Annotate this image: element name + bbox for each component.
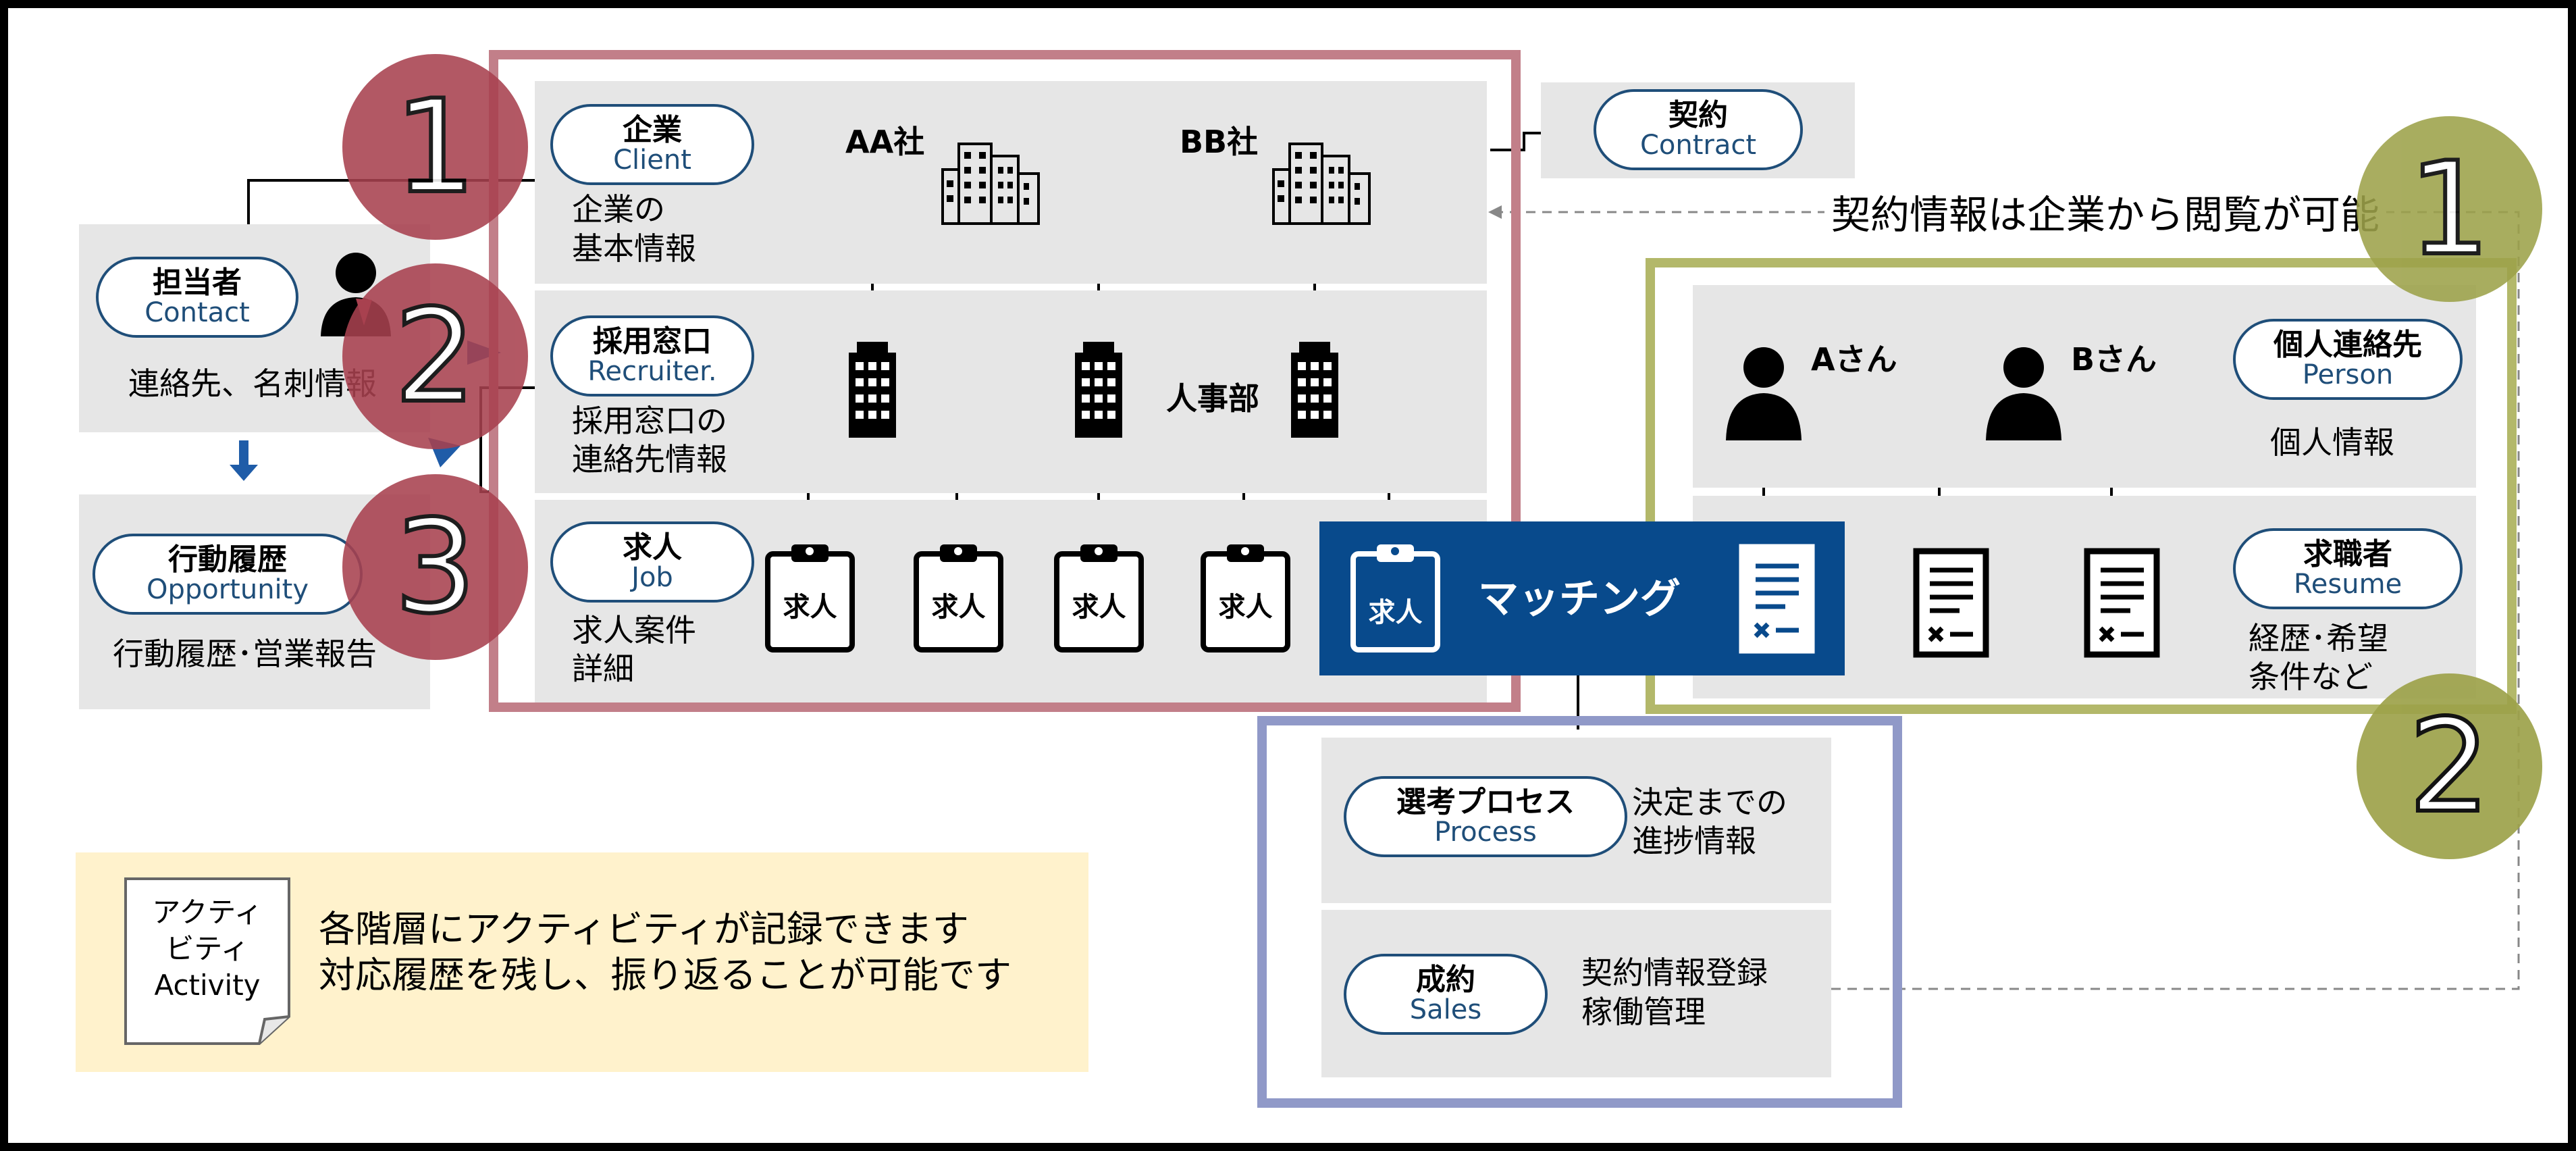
resume-description-line1: 経歴･希望 (2249, 620, 2388, 657)
clipboard-icon (1201, 544, 1290, 653)
badge-one-green-text: 1 (2407, 134, 2492, 284)
person-a-label: Aさん (1811, 341, 1897, 378)
contract-label: 契約 (1668, 97, 1728, 132)
job-card-2: 求人 (913, 542, 1004, 653)
client-pill: 企業 Client (550, 104, 754, 185)
badge-two-green-text: 2 (2407, 691, 2492, 841)
job-card-label: 求人 (783, 592, 837, 623)
contract-label-en: Contract (1639, 130, 1757, 161)
badge-two-green: 2 (2357, 673, 2542, 859)
matching-bar: 求人 マッチング (1319, 521, 1845, 675)
department-building-icon-2 (1075, 342, 1122, 438)
matching-label: マッチング (1478, 576, 1681, 623)
resume-document-icon-1 (1913, 548, 1989, 658)
matching-document-icon (1739, 544, 1815, 654)
recruiter-pill: 採用窓口 Recruiter. (550, 315, 754, 397)
resume-label-en: Resume (2293, 569, 2402, 600)
job-label-en: Job (631, 562, 673, 594)
resume-label: 求職者 (2303, 536, 2392, 571)
person-pill: 個人連絡先 Person (2233, 319, 2463, 400)
department-building-icon-3 (1291, 342, 1338, 438)
recruiter-description-line1: 採用窓口の (572, 403, 727, 439)
contact-description: 連絡先、名刺情報 (128, 365, 377, 402)
matching-clipboard-label: 求人 (1368, 597, 1423, 628)
job-card-label: 求人 (1218, 592, 1273, 623)
badge-one-red: 1 (342, 54, 528, 240)
opportunity-pill: 行動履歴 Opportunity (93, 534, 363, 615)
activity-card-line3: Activity (154, 969, 261, 1002)
company-bb-label: BB社 (1180, 124, 1259, 160)
client-description-line2: 基本情報 (572, 230, 696, 267)
company-bb-building-icon (1272, 143, 1371, 225)
process-section-frame (1257, 716, 1902, 1108)
badge-three-red: 3 (342, 474, 528, 660)
person-b-label: Bさん (2071, 341, 2157, 378)
client-label: 企業 (623, 112, 682, 147)
diagram-canvas: 担当者 Contact 連絡先、名刺情報 行動履歴 Opportunity 行動… (8, 8, 2568, 1143)
sales-label-en: Sales (1409, 994, 1482, 1026)
contract-note: 契約情報は企業から閲覧が可能 (1824, 190, 2387, 240)
job-description-line2: 詳細 (572, 650, 634, 687)
job-description-line1: 求人案件 (572, 612, 696, 648)
contract-pill: 契約 Contract (1594, 89, 1803, 170)
clipboard-icon (1054, 544, 1144, 653)
contact-label-en: Contact (144, 297, 250, 329)
person-label: 個人連絡先 (2273, 327, 2422, 362)
process-label-en: Process (1434, 817, 1537, 848)
recruiter-description-line2: 連絡先情報 (572, 441, 727, 478)
person-b-icon (1986, 347, 2061, 440)
process-label: 選考プロセス (1396, 784, 1575, 819)
recruiter-label-en: Recruiter. (587, 356, 717, 388)
matching-clipboard-icon (1350, 544, 1440, 653)
resume-pill: 求職者 Resume (2233, 528, 2463, 609)
activity-card: アクティ ビティ Activity (123, 876, 292, 1046)
activity-description-line2: 対応履歴を残し、振り返ることが可能です (319, 954, 1011, 996)
resume-description-line2: 条件など (2249, 659, 2373, 695)
company-aa-label: AA社 (845, 124, 925, 160)
clipboard-icon (914, 544, 1003, 653)
process-description-line2: 進捗情報 (1632, 823, 1756, 859)
opportunity-label-en: Opportunity (146, 574, 309, 606)
opportunity-label: 行動履歴 (168, 542, 287, 577)
person-label-en: Person (2302, 359, 2394, 391)
process-pill: 選考プロセス Process (1344, 776, 1627, 857)
contact-label: 担当者 (153, 265, 242, 300)
badge-two-red-text: 2 (392, 281, 478, 431)
sales-description-line2: 稼働管理 (1581, 994, 1706, 1030)
badge-three-red-text: 3 (392, 492, 478, 642)
job-pill: 求人 Job (550, 521, 754, 603)
person-a-icon (1726, 347, 1802, 440)
activity-card-line2: ビティ (165, 932, 249, 965)
job-label: 求人 (623, 530, 682, 565)
sales-description-line1: 契約情報登録 (1581, 954, 1768, 991)
process-description-line1: 決定までの (1632, 784, 1787, 821)
badge-one-green: 1 (2357, 116, 2542, 302)
job-card-1: 求人 (764, 542, 856, 653)
hr-department-label: 人事部 (1166, 380, 1259, 417)
recruiter-label: 採用窓口 (593, 324, 712, 359)
sales-label: 成約 (1416, 962, 1475, 997)
client-description-line1: 企業の (572, 191, 665, 228)
badge-one-red-text: 1 (392, 72, 478, 222)
job-card-3: 求人 (1053, 542, 1145, 653)
clipboard-icon (765, 544, 855, 653)
note-card-icon (124, 877, 290, 1045)
person-description: 個人情報 (2270, 424, 2394, 461)
department-building-icon-1 (849, 342, 896, 438)
client-label-en: Client (613, 145, 691, 176)
job-card-4: 求人 (1200, 542, 1291, 653)
company-aa-building-icon (941, 143, 1040, 225)
badge-two-red: 2 (342, 263, 528, 449)
contact-pill: 担当者 Contact (96, 257, 298, 338)
sales-pill: 成約 Sales (1344, 954, 1548, 1035)
job-card-label: 求人 (1072, 592, 1126, 623)
job-card-label: 求人 (931, 592, 986, 623)
activity-description-line1: 各階層にアクティビティが記録できます (319, 908, 969, 950)
activity-card-line1: アクティ (152, 896, 263, 929)
resume-document-icon-2 (2084, 548, 2160, 658)
opportunity-description: 行動履歴･営業報告 (113, 636, 377, 672)
